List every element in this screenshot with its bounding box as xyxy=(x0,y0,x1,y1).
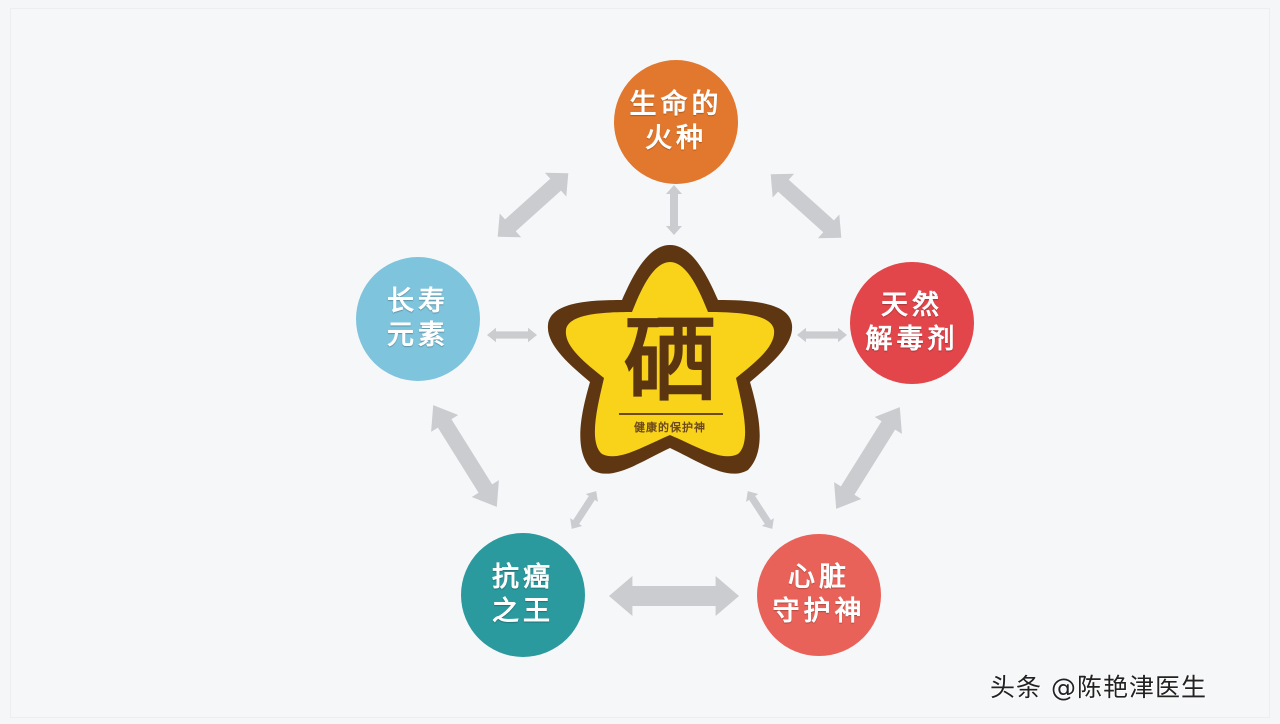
selenium-character: 硒 xyxy=(623,306,716,414)
arrow-bottomright-bottomleft xyxy=(609,576,739,616)
subtitle-divider xyxy=(619,413,723,415)
arrow-right-bottomright xyxy=(822,398,914,518)
watermark: 头条 @陈艳津医生 xyxy=(990,673,1207,702)
arrow-center-bottomleft xyxy=(565,487,603,533)
node-left-line2: 元素 xyxy=(387,320,449,351)
node-bottom-right-line2: 守护神 xyxy=(772,596,866,627)
node-right-line1: 天然 xyxy=(881,290,943,321)
node-left: 长寿 元素 xyxy=(356,257,480,381)
center-subtitle: 健康的保护神 xyxy=(634,421,706,434)
node-bottom-right-line1: 心脏 xyxy=(788,562,850,593)
node-right: 天然 解毒剂 xyxy=(850,262,974,384)
node-left-line1: 长寿 xyxy=(387,286,449,317)
node-bottom-right: 心脏 守护神 xyxy=(757,534,881,656)
arrow-center-top xyxy=(666,185,682,235)
arrow-top-right xyxy=(759,162,853,250)
node-bottom-left: 抗癌 之王 xyxy=(461,533,585,657)
node-right-line2: 解毒剂 xyxy=(865,324,959,355)
star-badge-icon xyxy=(547,245,793,474)
node-top: 生命的 火种 xyxy=(614,60,738,184)
center-star: 硒 健康的保护神 xyxy=(545,238,795,483)
arrow-center-bottomright xyxy=(741,487,779,533)
node-top-line1: 生命的 xyxy=(629,89,723,120)
node-bottom-left-line2: 之王 xyxy=(492,596,554,627)
arrow-bottomleft-left xyxy=(419,396,511,516)
node-top-line2: 火种 xyxy=(645,123,707,154)
arrow-center-right xyxy=(797,327,847,343)
node-bottom-left-line1: 抗癌 xyxy=(492,562,554,593)
arrow-left-top xyxy=(486,161,580,249)
arrow-center-left xyxy=(487,327,537,343)
